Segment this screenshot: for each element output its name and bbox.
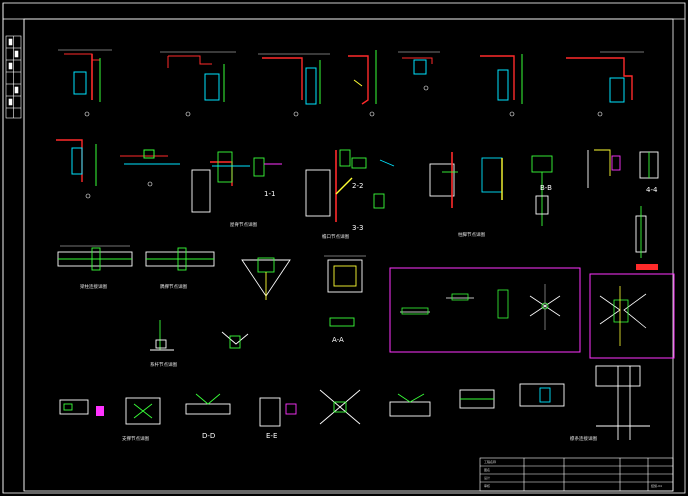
section-label-2: 2-2	[352, 182, 363, 190]
lower-left-details	[150, 320, 249, 351]
title-block	[479, 457, 674, 492]
section-label-3: 3-3	[352, 224, 363, 232]
highlight-group-right	[589, 264, 675, 359]
section-label-7: D-D	[202, 432, 215, 440]
caption-7: 支撑节点详图	[122, 435, 149, 442]
title-block-text: 工程名称 图名 设计 审核 结施-04	[484, 459, 662, 488]
top-row-details	[56, 49, 644, 199]
caption-8: 檩条连接详图	[570, 435, 597, 442]
section-label-4: B-B	[540, 184, 552, 192]
left-revision-strip	[5, 35, 22, 119]
section-label-1: 1-1	[264, 190, 275, 198]
title-block-row-3: 设计	[484, 475, 490, 480]
caption-4: 梁柱连接详图	[80, 283, 107, 290]
caption-6: 系杆节点详图	[150, 361, 177, 368]
caption-5: 隅撑节点详图	[160, 283, 187, 290]
beam-elevations	[57, 245, 291, 300]
section-labels: 1-1 2-2 3-3 B-B 4-4 A-A D-D E-E	[202, 182, 658, 440]
caption-1: 屋脊节点详图	[230, 221, 257, 228]
caption-3: 柱脚节点详图	[458, 231, 485, 238]
captions: 屋脊节点详图 檐口节点详图 柱脚节点详图 梁柱连接详图 隅撑节点详图 系杆节点详…	[80, 221, 597, 442]
section-label-5: 4-4	[646, 186, 658, 194]
section-label-8: E-E	[266, 432, 277, 440]
caption-2: 檐口节点详图	[322, 233, 349, 240]
title-block-row-2: 图名	[484, 467, 490, 472]
title-block-row-4: 审核	[484, 483, 490, 488]
title-block-sheet-number: 结施-04	[651, 483, 662, 488]
bottom-row-details	[59, 365, 650, 440]
section-label-6: A-A	[332, 336, 344, 344]
base-plate-plan	[324, 255, 366, 327]
middle-row-details	[191, 149, 659, 258]
highlight-group-left	[389, 267, 581, 353]
title-block-row-1: 工程名称	[484, 459, 496, 464]
